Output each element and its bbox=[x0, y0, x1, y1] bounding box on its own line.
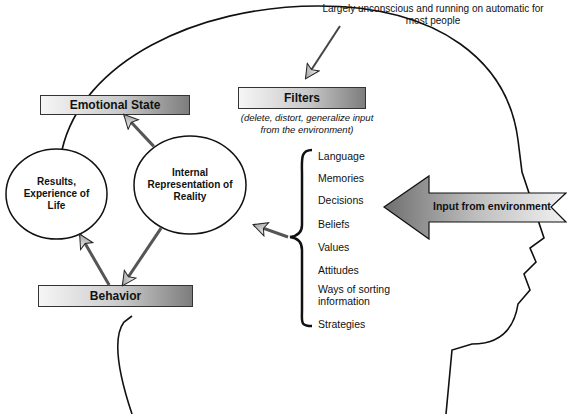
filter-item: Strategies bbox=[318, 318, 398, 330]
node-label: Emotional State bbox=[70, 98, 161, 112]
neck-outline bbox=[118, 316, 132, 414]
filter-item: Beliefs bbox=[318, 218, 398, 230]
flow-arrow bbox=[80, 235, 109, 285]
note-text: Largely unconscious and running on autom… bbox=[318, 3, 548, 27]
flow-arrow bbox=[123, 228, 161, 285]
node-label: Internal Representation of Reality bbox=[133, 167, 247, 203]
filter-description: (delete, distort, generalize input from … bbox=[234, 112, 380, 136]
filter-item: Attitudes bbox=[318, 264, 398, 276]
filter-box: Filters bbox=[238, 87, 366, 109]
ellipse-shape bbox=[134, 136, 246, 234]
node-label: Input from environment bbox=[433, 200, 551, 212]
behavior-box: Behavior bbox=[38, 285, 193, 307]
input-arrow: Input from environment bbox=[383, 175, 567, 240]
state-box: Emotional State bbox=[40, 95, 190, 115]
filter-item: Memories bbox=[318, 172, 398, 184]
ellipse-shape bbox=[6, 149, 107, 239]
filter-item: Values bbox=[318, 241, 398, 253]
filter-item: Decisions bbox=[318, 194, 398, 206]
arrow-shape bbox=[384, 176, 566, 239]
result-circle: Results, Experience of Life bbox=[5, 148, 108, 240]
representation-ellipse: Internal Representation of Reality bbox=[133, 135, 247, 235]
filter-item: Ways of sorting information bbox=[318, 283, 418, 307]
node-label: Filters bbox=[284, 91, 320, 105]
node-label: Behavior bbox=[90, 289, 141, 303]
filter-item: Language bbox=[318, 150, 398, 162]
node-label: Results, Experience of Life bbox=[5, 176, 108, 212]
leader-line bbox=[306, 26, 340, 78]
brace-arrow bbox=[254, 225, 288, 237]
brace bbox=[290, 150, 312, 326]
flow-arrow bbox=[124, 115, 153, 146]
